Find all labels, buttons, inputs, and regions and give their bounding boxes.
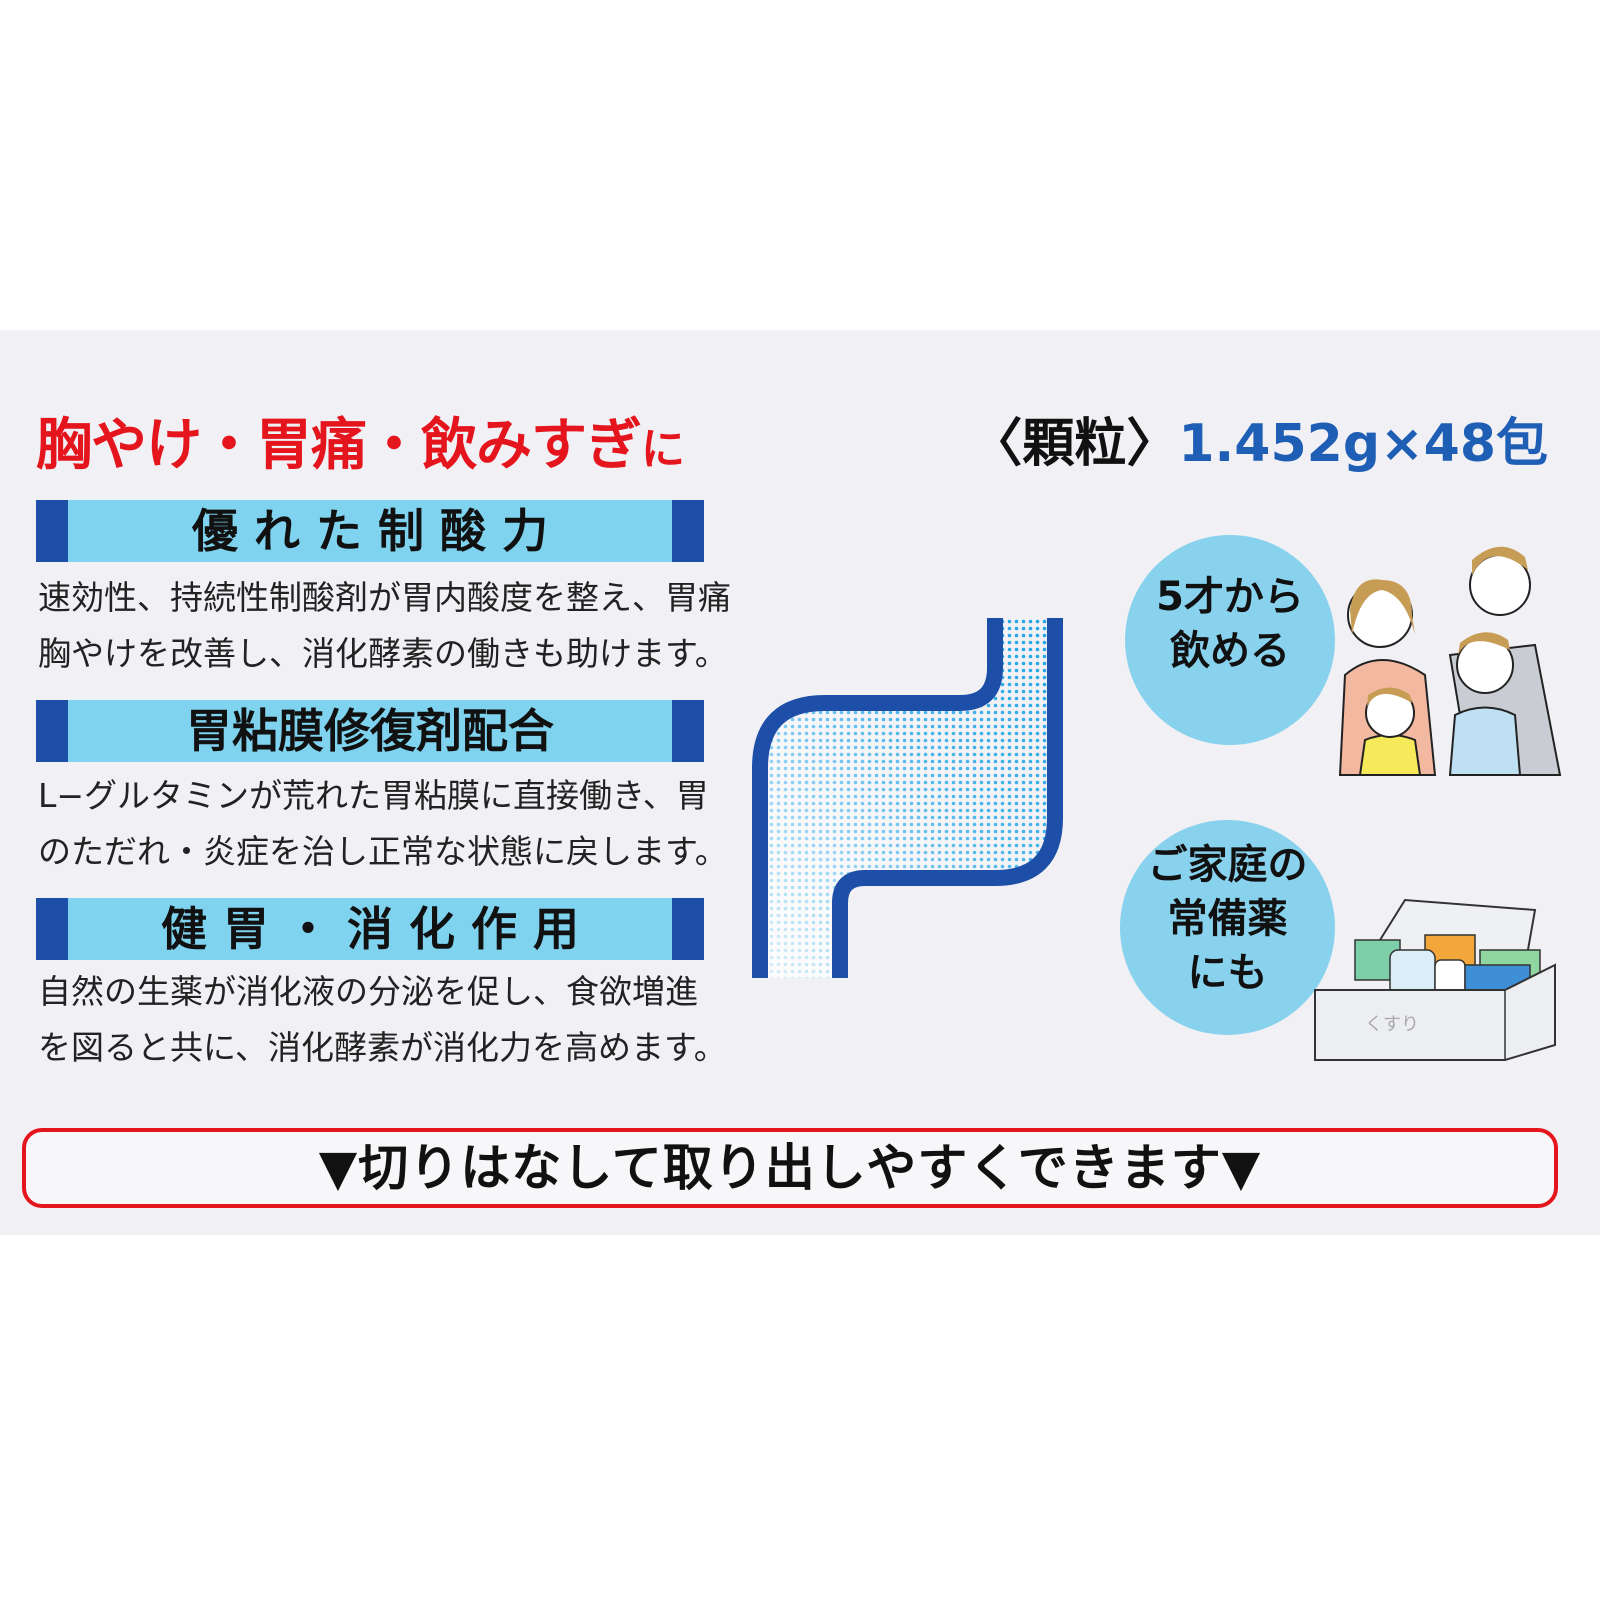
feature-description-3: 自然の生薬が消化液の分泌を促し、食欲増進 を図ると共に、消化酵素が消化力を高めま… <box>38 964 727 1076</box>
description-line: L−グルタミンが荒れた胃粘膜に直接働き、胃 <box>38 776 709 815</box>
household-badge <box>1120 820 1335 1035</box>
badge-line: 飲める <box>1170 628 1290 674</box>
description-line: のただれ・炎症を治し正常な状態に戻します。 <box>38 832 728 871</box>
family-illustration-icon <box>1338 546 1562 776</box>
feature-title: 優 れ た 制 酸 力 <box>191 504 549 558</box>
description-line: を図ると共に、消化酵素が消化力を高めます。 <box>38 1028 727 1067</box>
headline-main: 胸やけ・胃痛・飲みすぎ <box>36 413 642 478</box>
banner-text: ▼切りはなして取り出しやすくできます▼ <box>318 1139 1262 1197</box>
feature-description-2: L−グルタミンが荒れた胃粘膜に直接働き、胃 のただれ・炎症を治し正常な状態に戻し… <box>38 768 728 880</box>
badge-line: ご家庭の <box>1147 842 1308 888</box>
feature-title-bar-1: 優 れ た 制 酸 力 <box>36 500 704 562</box>
package-quantity: 1.452g×48包 <box>1178 414 1548 474</box>
dosage-form: 〈顆粒〉 <box>970 414 1179 474</box>
age-badge <box>1125 535 1335 745</box>
description-line: 胸やけを改善し、消化酵素の働きも助けます。 <box>38 634 728 673</box>
description-line: 速効性、持続性制酸剤が胃内酸度を整え、胃痛 <box>38 578 731 617</box>
headline-suffix: に <box>641 424 685 475</box>
feature-title-bar-3: 健 胃 ・ 消 化 作 用 <box>36 898 704 960</box>
feature-title: 健 胃 ・ 消 化 作 用 <box>160 902 580 956</box>
headline: 胸やけ・胃痛・飲みすぎに <box>36 418 685 475</box>
product-spec: 〈顆粒〉1.452g×48包 <box>970 418 1548 470</box>
household-badge-text: ご家庭の 常備薬 にも <box>1120 838 1335 1000</box>
badge-line: 5才から <box>1156 574 1304 620</box>
package-panel: 胸やけ・胃痛・飲みすぎに 〈顆粒〉1.452g×48包 優 れ た 制 酸 力 … <box>0 330 1600 1235</box>
feature-title-bar-2: 胃粘膜修復剤配合 <box>36 700 704 762</box>
age-badge-text: 5才から 飲める <box>1125 570 1335 678</box>
box-label: くすり <box>1365 1014 1419 1035</box>
stomach-icon <box>752 618 1063 978</box>
badge-line: 常備薬 <box>1167 896 1288 942</box>
feature-title: 胃粘膜修復剤配合 <box>186 704 554 758</box>
badge-line: にも <box>1187 950 1268 996</box>
tear-off-notice-banner: ▼切りはなして取り出しやすくできます▼ <box>22 1128 1558 1208</box>
medicine-box-icon: くすり <box>1314 898 1556 1061</box>
description-line: 自然の生薬が消化液の分泌を促し、食欲増進 <box>38 972 698 1011</box>
feature-description-1: 速効性、持続性制酸剤が胃内酸度を整え、胃痛 胸やけを改善し、消化酵素の働きも助け… <box>38 570 731 682</box>
